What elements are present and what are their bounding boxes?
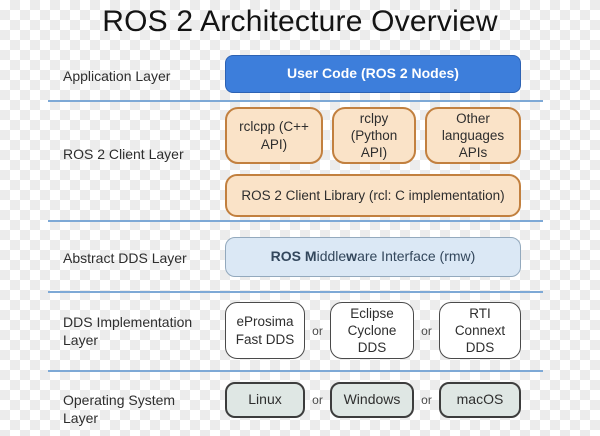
fast-dds-box: eProsima Fast DDS <box>225 302 305 359</box>
or-label: or <box>312 393 323 407</box>
rcl-library-box: ROS 2 Client Library (rcl: C implementat… <box>225 174 521 217</box>
dds-impl-row: eProsima Fast DDS or Eclipse Cyclone DDS… <box>225 302 521 359</box>
connext-dds-box: RTI Connext DDS <box>438 302 521 359</box>
layer-divider-4 <box>48 370 543 372</box>
layer-label-client: ROS 2 Client Layer <box>63 146 184 162</box>
layer-label-abstract-dds: Abstract DDS Layer <box>63 250 187 266</box>
layer-label-operating-system: Operating System Layer <box>63 392 176 426</box>
windows-box: Windows <box>329 382 414 418</box>
or-label: or <box>421 393 432 407</box>
cyclone-dds-box: Eclipse Cyclone DDS <box>329 302 414 359</box>
layer-divider-1 <box>48 100 543 102</box>
linux-box: Linux <box>225 382 305 418</box>
rclcpp-box: rclcpp (C++ API) <box>225 107 323 164</box>
rmw-text-segment: are Interface (rmw) <box>357 248 476 265</box>
os-row: Linux or Windows or macOS <box>225 382 521 418</box>
macos-box: macOS <box>438 382 521 418</box>
layer-divider-2 <box>48 220 543 222</box>
layer-label-dds-implementation: DDS Implementation Layer <box>63 314 193 348</box>
rmw-text-segment: ROS <box>270 248 305 265</box>
other-languages-box: Other languages APIs <box>425 107 521 164</box>
diagram-title: ROS 2 Architecture Overview <box>102 5 498 38</box>
rmw-text-segment: iddle <box>316 248 347 265</box>
layer-divider-3 <box>48 291 543 293</box>
or-label: or <box>421 323 432 338</box>
layer-label-application: Application Layer <box>63 68 171 84</box>
rmw-text-segment: M <box>304 248 317 265</box>
rmw-box: ROS Middleware Interface (rmw) <box>225 237 521 277</box>
or-label: or <box>312 323 323 338</box>
rclpy-box: rclpy (Python API) <box>332 107 416 164</box>
client-api-row: rclcpp (C++ API) rclpy (Python API) Othe… <box>225 107 521 164</box>
user-code-box: User Code (ROS 2 Nodes) <box>225 55 521 93</box>
rmw-text-segment: w <box>346 248 358 265</box>
